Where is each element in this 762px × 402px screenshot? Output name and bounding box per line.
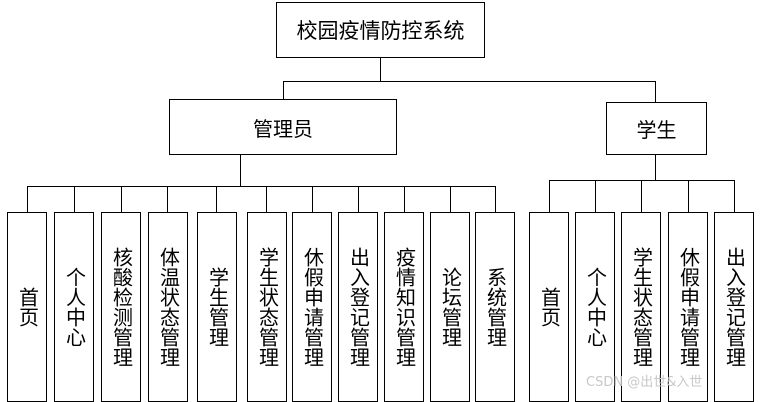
student-module-home: 首页 (529, 212, 569, 402)
admin-module-temperature: 体温状态管理 (148, 212, 188, 402)
connector-admin-drop (266, 186, 267, 212)
admin-label: 管理员 (253, 116, 313, 141)
admin-module-forum: 论坛管理 (430, 212, 470, 402)
student-label: 学生 (636, 118, 677, 142)
admin-module-entry-exit: 出入登记管理 (338, 212, 378, 402)
connector-admin-down (240, 155, 241, 186)
watermark-text: CSDN @出世&入世 (586, 375, 703, 390)
module-label: 首页 (15, 287, 40, 327)
connector-admin-drop (358, 186, 359, 212)
module-label: 核酸检测管理 (109, 247, 134, 367)
module-label: 体温状态管理 (156, 247, 181, 367)
module-label: 系统管理 (483, 267, 508, 347)
admin-module-system: 系统管理 (475, 212, 515, 402)
connector-admin-drop (74, 186, 75, 212)
student-module-leave-application: 休假申请管理 (668, 212, 708, 402)
module-label: 首页 (537, 287, 562, 327)
connector-level2-bus (283, 81, 656, 82)
module-label: 个人中心 (62, 267, 87, 347)
connector-student-drop (549, 180, 550, 212)
admin-module-home: 首页 (7, 212, 47, 402)
module-label: 休假申请管理 (300, 247, 325, 367)
connector-admin-bus (27, 186, 496, 187)
module-label: 学生管理 (205, 267, 230, 347)
module-label: 疫情知识管理 (392, 247, 417, 367)
connector-admin-drop (495, 186, 496, 212)
student-module-personal-center: 个人中心 (575, 212, 615, 402)
student-module-entry-exit: 出入登记管理 (714, 212, 754, 402)
student-node: 学生 (606, 102, 707, 155)
admin-module-personal-center: 个人中心 (54, 212, 94, 402)
module-label: 出入登记管理 (722, 247, 747, 367)
admin-node: 管理员 (169, 99, 397, 155)
module-label: 论坛管理 (438, 267, 463, 347)
connector-root-down (380, 58, 381, 81)
connector-admin-drop (404, 186, 405, 212)
module-label: 学生状态管理 (255, 247, 280, 367)
admin-module-student-status: 学生状态管理 (247, 212, 287, 402)
connector-student-drop (595, 180, 596, 212)
admin-module-students: 学生管理 (197, 212, 237, 402)
admin-module-nucleic-test: 核酸检测管理 (101, 212, 141, 402)
admin-module-leave-application: 休假申请管理 (292, 212, 332, 402)
connector-student-drop (641, 180, 642, 212)
connector-student-drop (688, 180, 689, 212)
connector-to-admin (283, 81, 284, 99)
connector-to-student (655, 81, 656, 102)
module-label: 个人中心 (583, 267, 608, 347)
admin-module-epidemic-knowledge: 疫情知识管理 (384, 212, 424, 402)
connector-student-bus (549, 180, 735, 181)
root-node: 校园疫情防控系统 (276, 2, 485, 58)
connector-admin-drop (121, 186, 122, 212)
connector-admin-drop (167, 186, 168, 212)
root-label: 校园疫情防控系统 (296, 19, 465, 43)
module-label: 学生状态管理 (629, 247, 654, 367)
connector-admin-drop (27, 186, 28, 212)
connector-student-down (655, 155, 656, 180)
connector-admin-drop (216, 186, 217, 212)
module-label: 休假申请管理 (676, 247, 701, 367)
connector-student-drop (734, 180, 735, 212)
connector-admin-drop (450, 186, 451, 212)
module-label: 出入登记管理 (346, 247, 371, 367)
connector-admin-drop (312, 186, 313, 212)
